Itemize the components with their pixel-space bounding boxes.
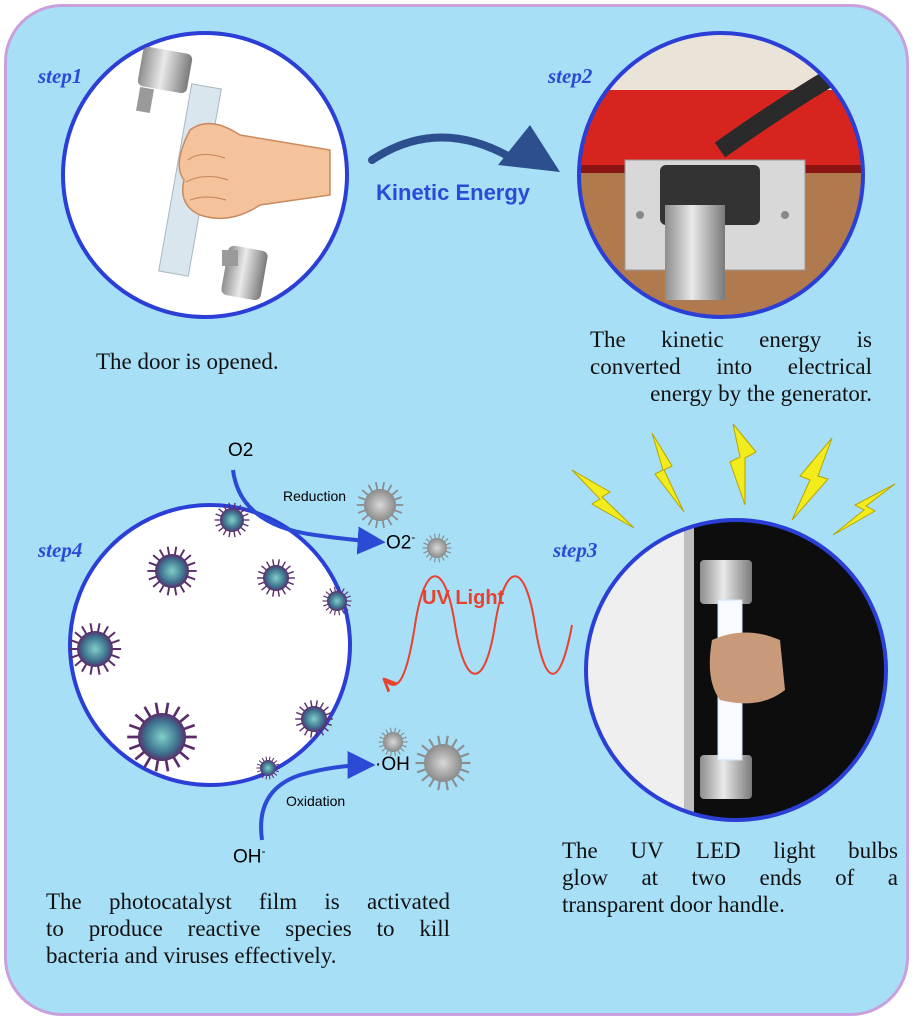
uv-light-label: UV Light bbox=[422, 587, 505, 609]
virus-particle-icon bbox=[378, 727, 408, 757]
oxidation-arrow bbox=[259, 751, 376, 841]
virus-particle-icon bbox=[322, 586, 352, 616]
virus-particle-icon bbox=[356, 481, 404, 529]
step3-caption: The UV LED light bulbs glow at two ends … bbox=[562, 837, 898, 918]
virus-particle-icon bbox=[214, 502, 250, 538]
virus-particle-icon bbox=[422, 533, 452, 563]
step3-label: step3 bbox=[553, 538, 598, 562]
virus-particle-icon bbox=[415, 735, 471, 791]
step3-caption-line: glow at two ends of a bbox=[562, 865, 898, 890]
virus-particle-icon bbox=[68, 623, 122, 675]
o2-label: O2 bbox=[228, 440, 254, 461]
lightning-bolts bbox=[571, 423, 896, 536]
uv-wave bbox=[385, 575, 573, 685]
step1-image bbox=[61, 31, 349, 319]
step3-caption-line: transparent door handle. bbox=[562, 892, 785, 917]
step4-caption-line: bacteria and viruses effectively. bbox=[46, 943, 337, 968]
virus-layer bbox=[68, 481, 471, 791]
oxidation-label: Oxidation bbox=[286, 793, 346, 809]
step2-caption-line: converted into electrical bbox=[590, 354, 872, 379]
reduction-arrow bbox=[231, 469, 386, 555]
virus-particle-icon bbox=[295, 700, 333, 738]
step2-label: step2 bbox=[548, 64, 593, 88]
hydroxide-label: OH- bbox=[233, 844, 266, 868]
step2-caption-line: energy by the generator. bbox=[650, 381, 872, 406]
step4-caption-line: The photocatalyst film is activated bbox=[46, 889, 450, 914]
step2-image bbox=[577, 31, 865, 319]
virus-particle-icon bbox=[147, 546, 197, 596]
step2-caption: The kinetic energy is converted into ele… bbox=[590, 326, 872, 407]
step4-caption-line: to produce reactive species to kill bbox=[46, 916, 450, 941]
superoxide-label: O2- bbox=[386, 530, 416, 554]
step4-label: step4 bbox=[38, 538, 83, 562]
kinetic-energy-label: Kinetic Energy bbox=[376, 180, 531, 205]
virus-particle-icon bbox=[127, 702, 197, 772]
step4-caption: The photocatalyst film is activated to p… bbox=[46, 888, 450, 969]
virus-particle-icon bbox=[257, 559, 295, 597]
oh-radical-label: ·OH bbox=[375, 754, 410, 775]
reduction-label: Reduction bbox=[283, 488, 347, 504]
kinetic-arrow-shaft bbox=[368, 133, 519, 164]
step1-label: step1 bbox=[38, 64, 83, 88]
step3-image bbox=[584, 518, 888, 822]
step3-caption-line: The UV LED light bulbs bbox=[562, 838, 898, 863]
virus-particle-icon bbox=[256, 756, 280, 780]
kinetic-arrow-head bbox=[498, 125, 560, 172]
step1-caption: The door is opened. bbox=[96, 349, 279, 374]
step2-caption-line: The kinetic energy is bbox=[590, 327, 872, 352]
